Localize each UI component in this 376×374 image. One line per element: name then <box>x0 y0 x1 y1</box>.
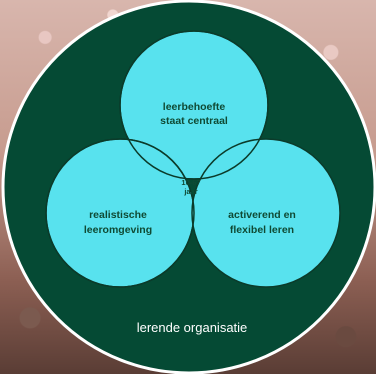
top-label-line1: leerbehoefte <box>163 101 226 113</box>
top-label-line2: staat centraal <box>160 115 228 127</box>
center-label-line1: 10-67 <box>181 178 200 187</box>
center-label-line2: jaar <box>183 187 197 196</box>
left-label-line2: leeromgeving <box>84 224 152 236</box>
right-label-line1: activerend en <box>228 209 296 221</box>
circle-right <box>191 138 341 288</box>
outer-label: lerende organisatie <box>137 320 248 335</box>
left-label-line1: realistische <box>89 209 147 221</box>
right-label-line2: flexibel leren <box>230 224 294 236</box>
